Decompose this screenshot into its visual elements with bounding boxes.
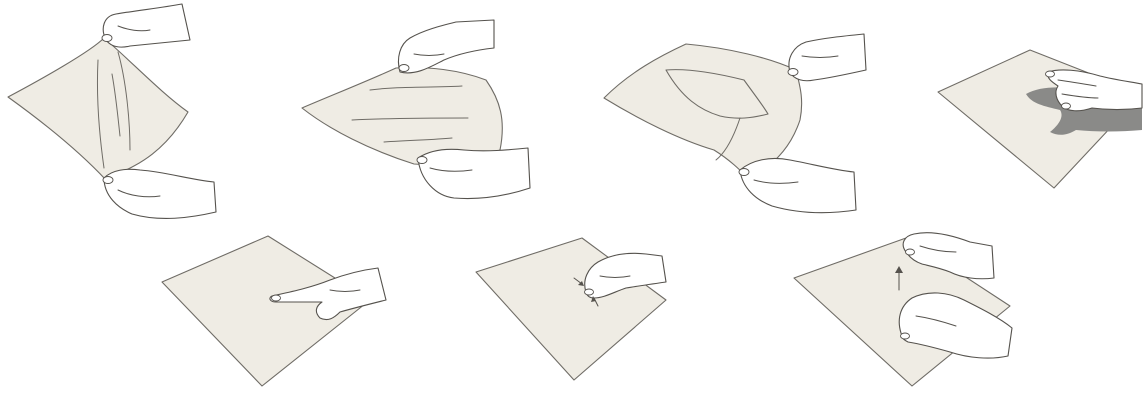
step-1-hold-cloth-by-corners (8, 4, 216, 218)
step-4-wipe-with-flat-hand (938, 50, 1142, 188)
hand-top (398, 20, 494, 73)
step-5-point-finger (162, 236, 386, 386)
step-6-pinch-cloth (476, 238, 666, 380)
hand-bottom (417, 148, 530, 199)
hand-bottom (103, 169, 216, 218)
cloth-sheet (604, 44, 802, 178)
hand-top (788, 34, 866, 81)
step-7-lift-with-both-hands (794, 233, 1012, 386)
step-3-lift-folded-cloth (604, 34, 866, 213)
hand-bottom (739, 158, 856, 212)
hand-top (102, 4, 190, 47)
step-2-pull-cloth-taut (302, 20, 530, 199)
